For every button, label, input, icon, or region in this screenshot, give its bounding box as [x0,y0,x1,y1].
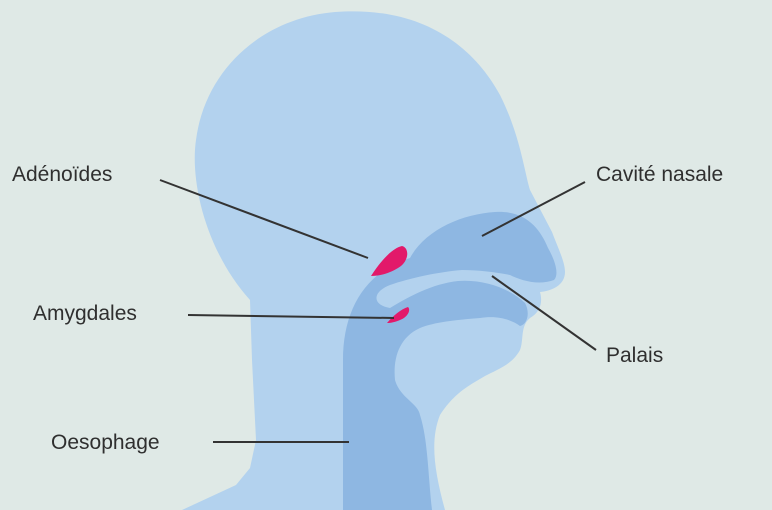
adenoids-label: Adénoïdes [12,164,112,185]
palate-label: Palais [606,345,663,366]
oesophagus-label: Oesophage [51,432,160,453]
tonsils-label: Amygdales [33,303,137,324]
nasal-cavity-label: Cavité nasale [596,164,723,185]
